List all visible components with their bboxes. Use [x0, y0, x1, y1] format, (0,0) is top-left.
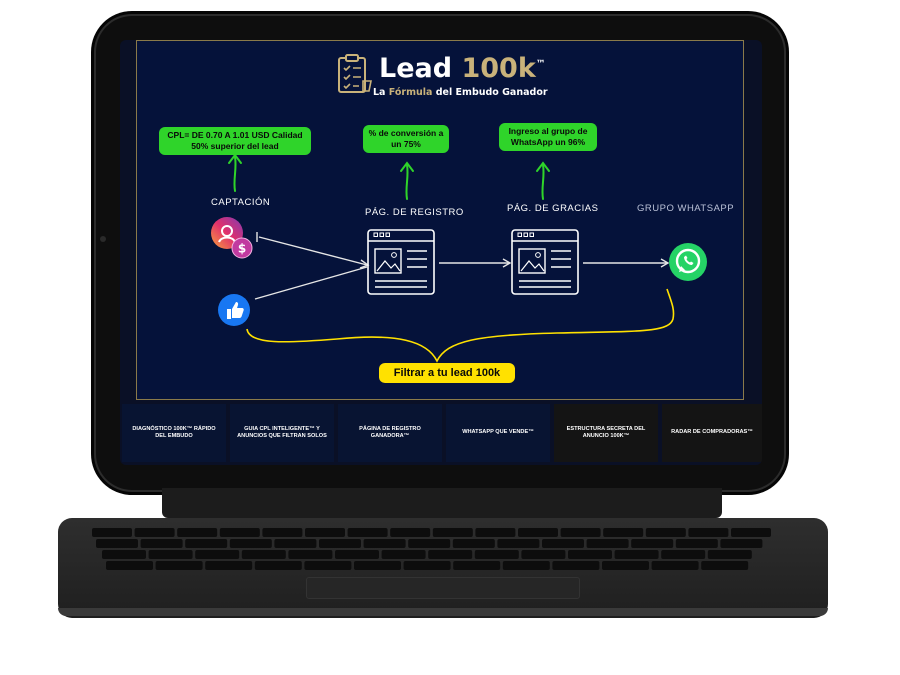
logo-subtitle-accent: Fórmula — [388, 87, 433, 98]
logo-title-accent: 100k — [461, 53, 536, 84]
keyboard-key — [354, 561, 401, 570]
keyboard-key — [428, 550, 473, 559]
tile-radar-compradoras[interactable]: RADAR DE COMPRADORAS™ — [662, 404, 762, 462]
funnel-connectors — [228, 153, 675, 363]
keyboard-key — [502, 561, 550, 570]
logo-title: Lead 100k™ — [379, 53, 546, 84]
keyboard-key — [518, 528, 558, 537]
keyboard-key — [675, 539, 718, 548]
keyboard-key — [254, 561, 302, 570]
funnel-slide: Lead 100k™ La Fórmula del Embudo Ganador… — [136, 40, 744, 400]
keyboard-key — [731, 528, 771, 537]
keyboard-key — [403, 561, 451, 570]
keyboard-key — [96, 539, 138, 548]
keyboard-key — [347, 528, 388, 537]
keyboard-key — [305, 528, 345, 537]
keyboard-key — [274, 539, 317, 548]
keyboard-edge — [58, 608, 828, 616]
tile-pagina-registro[interactable]: PÁGINA DE REGISTRO GANADORA™ — [338, 404, 442, 462]
arrow-up-captacion — [233, 156, 237, 192]
filter-lead-tag: Filtrar a tu lead 100k — [379, 363, 515, 383]
keyboard-key — [288, 550, 333, 559]
keyboard-key — [645, 528, 686, 537]
thanks-page-icon — [511, 229, 579, 295]
keyboard-key — [497, 539, 540, 548]
trademark-mark: ™ — [535, 59, 546, 70]
keyboard-key — [219, 528, 260, 537]
facebook-like-icon — [218, 294, 250, 326]
keyboard-key — [701, 561, 749, 570]
registration-page-icon — [367, 229, 435, 295]
keyboard-key — [106, 561, 153, 570]
tile-estructura-secreta[interactable]: ESTRUCTURA SECRETA DEL ANUNCIO 100K™ — [554, 404, 658, 462]
keyboard-key — [381, 550, 426, 559]
keyboard-key — [614, 550, 659, 559]
keyboard-key — [229, 539, 272, 548]
keyboard-key — [552, 561, 600, 570]
callout-registro: % de conversión a un 75% — [363, 125, 449, 153]
keyboard-key — [475, 528, 516, 537]
svg-text:$: $ — [238, 242, 246, 256]
keyboard-key — [603, 528, 644, 537]
keyboard-key — [452, 539, 495, 548]
stage-registro: PÁG. DE REGISTRO — [365, 207, 464, 218]
trackpad — [306, 577, 580, 599]
keyboard-key — [720, 539, 763, 548]
stage-whatsapp: GRUPO WHATSAPP — [637, 203, 735, 214]
keyboard-key — [363, 539, 406, 548]
keyboard-key — [390, 528, 431, 537]
keyboard-key — [661, 550, 706, 559]
checklist-icon — [338, 54, 372, 93]
keyboard-key — [155, 561, 203, 570]
tile-whatsapp-vende[interactable]: WHATSAPP QUE VENDE™ — [446, 404, 550, 462]
keyboard-key — [92, 528, 132, 537]
keyboard-key — [408, 539, 451, 548]
stage-captacion: CAPTACIÓN — [211, 197, 271, 208]
keyboard-key — [241, 550, 286, 559]
keyboard-key — [177, 528, 218, 537]
keyboard-key — [304, 561, 352, 570]
keyboard-key — [335, 550, 379, 559]
camera-dot — [100, 236, 106, 242]
keyboard-key — [453, 561, 501, 570]
keyboard-key — [542, 539, 584, 548]
logo-subtitle: La Fórmula del Embudo Ganador — [373, 87, 548, 98]
keyboard-key — [102, 550, 146, 559]
callout-gracias: Ingreso al grupo de WhatsApp un 96% — [499, 123, 597, 151]
keyboard-keys — [92, 528, 771, 570]
callout-captacion: CPL= DE 0.70 A 1.01 USD Calidad 50% supe… — [159, 127, 311, 155]
keyboard-hinge — [162, 488, 722, 518]
keyboard-key — [651, 561, 699, 570]
keyboard-key — [432, 528, 473, 537]
keyboard-key — [586, 539, 629, 548]
keyboard-key — [262, 528, 303, 537]
keyboard-key — [474, 550, 519, 559]
keyboard-key — [568, 550, 612, 559]
keyboard-key — [148, 550, 193, 559]
keyboard-key — [319, 539, 361, 548]
whatsapp-icon — [669, 243, 707, 281]
keyboard-key — [602, 561, 649, 570]
keyboard-key — [134, 528, 175, 537]
keyboard-key — [560, 528, 601, 537]
keyboard-key — [205, 561, 253, 570]
stage-gracias: PÁG. DE GRACIAS — [507, 203, 599, 214]
keyboard-key — [185, 539, 228, 548]
keyboard-key — [140, 539, 183, 548]
tablet-screen: Lead 100k™ La Fórmula del Embudo Ganador… — [120, 40, 762, 465]
keyboard-key — [707, 550, 752, 559]
keyboard-key — [521, 550, 566, 559]
keyboard-key — [688, 528, 729, 537]
keyboard-key — [631, 539, 674, 548]
keyboard-key — [195, 550, 240, 559]
tile-diagnostico[interactable]: DIAGNÓSTICO 100K™ RÁPIDO DEL EMBUDO — [122, 404, 226, 462]
tile-guia-cpl[interactable]: GUIA CPL INTELIGENTE™ Y ANUNCIOS QUE FIL… — [230, 404, 334, 462]
dollar-icon: $ — [231, 237, 253, 259]
